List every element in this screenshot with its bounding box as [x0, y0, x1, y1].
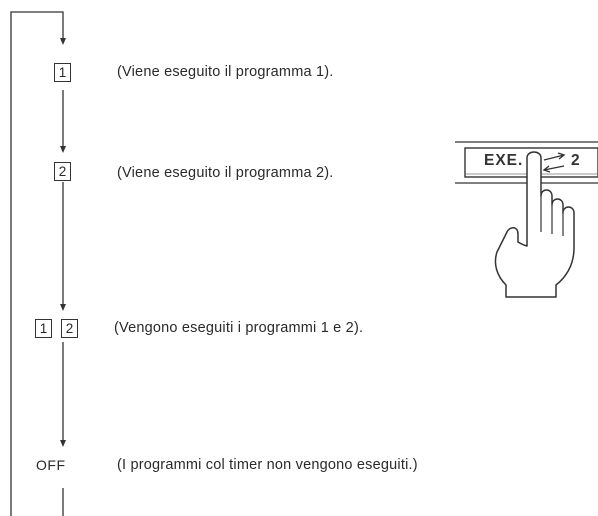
program-1-description: (Viene eseguito il programma 1). [117, 64, 334, 80]
program-1-indicator: 1 [54, 63, 71, 82]
exe-label-prefix: EXE. [484, 152, 523, 169]
exe-button-label-suffix: 2 [571, 152, 580, 170]
program-1-2-description: (Vengono eseguiti i programmi 1 e 2). [114, 320, 363, 336]
arrowhead-4 [60, 440, 66, 447]
exe-button-label: EXE. [484, 152, 523, 170]
program-2-description: (Viene eseguito il programma 2). [117, 165, 334, 181]
return-loop-line [11, 12, 63, 516]
arrowhead-2 [60, 146, 66, 153]
program-2-indicator: 2 [54, 162, 71, 181]
arrowhead-3 [60, 304, 66, 311]
program-1-2-indicator-a: 1 [35, 319, 52, 338]
arrowhead-1 [60, 38, 66, 45]
off-indicator: OFF [36, 457, 66, 473]
off-description: (I programmi col timer non vengono esegu… [117, 457, 418, 473]
program-1-2-indicator-b: 2 [61, 319, 78, 338]
